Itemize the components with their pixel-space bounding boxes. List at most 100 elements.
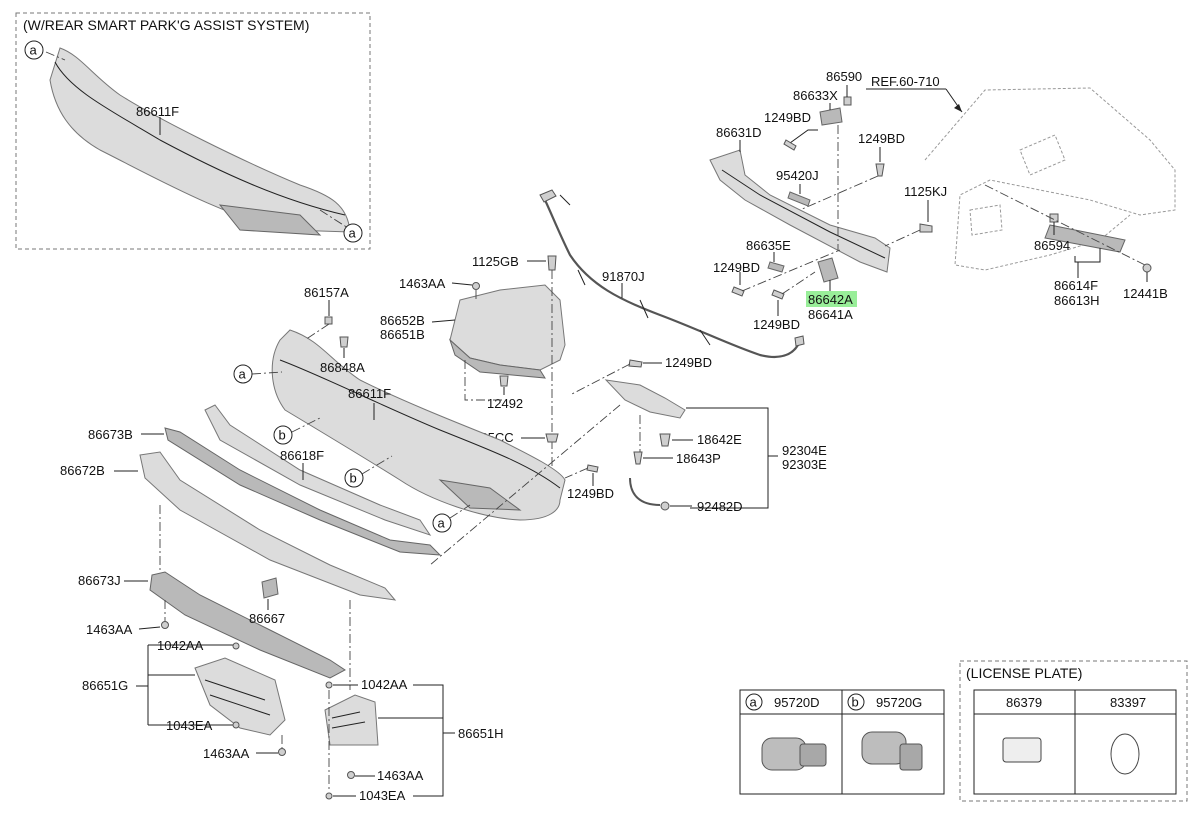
clip-1463AA-d (347, 771, 355, 779)
label-95420J: 95420J (776, 168, 819, 183)
license-cell-86379[interactable]: 86379 (1002, 695, 1042, 763)
bracket-86633X (819, 107, 843, 126)
sensor-cell-b-ref: b (852, 695, 859, 710)
dash-1249BD-f (564, 467, 589, 479)
sensor-cell-a-ref: a (750, 695, 758, 710)
screw-1042AA-b (325, 681, 333, 689)
label-86848A: 86848A (320, 360, 365, 375)
label-86590: 86590 (826, 69, 862, 84)
bolt-1249BD-c (731, 286, 745, 297)
sensor-cell-b-part: 95720G (876, 695, 922, 710)
label-1043EA-a: 1043EA (166, 718, 213, 733)
label-1249BD-f: 1249BD (567, 486, 614, 501)
dash-body-bolt (984, 184, 1146, 266)
label-86641A: 86641A (808, 307, 853, 322)
label-ref-body: REF.60-710 (871, 74, 940, 89)
sensor-cell-a[interactable]: a 95720D (745, 693, 827, 771)
leader-86652B (431, 319, 456, 323)
garnish-86673J (149, 571, 346, 679)
sensor-icon-b (861, 731, 907, 765)
label-86635E: 86635E (746, 238, 791, 253)
main-bumper-group: 86611F a b b a 86157A 86848A 1249BD 12 (233, 285, 712, 533)
label-1249BD-b: 1249BD (858, 131, 905, 146)
label-1249BD-a: 1249BD (764, 110, 811, 125)
part-86635E (767, 261, 785, 273)
dash-callout-b2 (361, 455, 393, 475)
screw-1043EA-a (232, 721, 240, 729)
label-86618F: 86618F (280, 448, 324, 463)
inset-bumper-shape (49, 47, 351, 233)
inset-ref-line-a-bottom (319, 209, 349, 229)
label-12441B: 12441B (1123, 286, 1168, 301)
bumper-crease-a (279, 359, 561, 489)
screw-1043EA-b (325, 792, 333, 800)
part-95420J (787, 191, 811, 207)
back-beam-86631D (709, 149, 891, 273)
label-92304E: 92304E (782, 443, 827, 458)
sensor-cell-b[interactable]: b 95720G (847, 693, 923, 771)
socket-18643P (633, 451, 643, 465)
callout-a1-text: a (239, 367, 247, 382)
label-18643P: 18643P (676, 451, 721, 466)
dash-1249BD-e (569, 363, 631, 396)
part-86667 (261, 577, 279, 599)
cover-86651G-ribs (204, 679, 271, 716)
label-1463AA-d: 1463AA (377, 768, 424, 783)
label-86594: 86594 (1034, 238, 1070, 253)
label-1125GB: 1125GB (472, 254, 519, 269)
inset-label-86611F: 86611F (136, 104, 179, 119)
connector-92482D (660, 501, 670, 511)
back-beam-group: 86631D 86590 86633X 1249BD 1249BD 95420J… (709, 69, 947, 332)
license-plate-frame (959, 660, 1188, 802)
dash-callout-b1 (291, 417, 321, 433)
corner-86652B-lower (448, 338, 546, 379)
sensor-icon-a (761, 737, 807, 771)
license-cell-83397[interactable]: 83397 (1110, 695, 1146, 775)
bolt-1249BD-b (875, 163, 885, 177)
bracket-86642A (817, 257, 839, 283)
inset-callout-a-bottom-text: a (349, 226, 357, 241)
leader-1463AA-b (138, 626, 161, 630)
inset-rear-spas: (W/REAR SMART PARK'G ASSIST SYSTEM) a a … (15, 12, 371, 250)
label-91870J: 91870J (602, 269, 645, 284)
sensor-table: a 95720D b 95720G (739, 689, 945, 795)
label-86673B: 86673B (88, 427, 133, 442)
label-86157A: 86157A (304, 285, 349, 300)
leader-1249BD-a (789, 129, 818, 144)
diffuser-86672B (139, 451, 397, 601)
cover-86651H-ribs (331, 711, 366, 729)
wire-branch-a (559, 194, 571, 206)
label-86642A: 86642A (808, 292, 853, 307)
label-86633X: 86633X (793, 88, 838, 103)
label-1042AA-a: 1042AA (157, 638, 204, 653)
wire-91870J (544, 199, 799, 359)
body-bracket-86614F (1044, 224, 1126, 253)
leader-1463AA-a (451, 282, 473, 286)
corner-group: 86652B 86651B 1125GB 1463AA 12492 1335CC (380, 254, 566, 475)
license-plate-box: (LICENSE PLATE) 86379 83397 (959, 660, 1188, 802)
label-86651H: 86651H (458, 726, 504, 741)
dash-callout-a2 (449, 504, 471, 519)
leader-86614F (1074, 248, 1101, 263)
dash-reflector-molding (429, 404, 621, 566)
bolt-1249BD-f (586, 464, 599, 473)
connector-91870J-b (794, 335, 805, 347)
dash-1249BD-b (799, 175, 879, 211)
label-1249BD-c: 1249BD (713, 260, 760, 275)
label-1249BD-d: 1249BD (753, 317, 800, 332)
cover-86651G (194, 657, 286, 736)
callout-a1 (233, 364, 253, 384)
clip-86157A (324, 316, 333, 325)
molding-86618F (204, 404, 432, 536)
label-86667: 86667 (249, 611, 285, 626)
sensor-icon-b-connector (899, 743, 923, 771)
label-1249BD-e: 1249BD (665, 355, 712, 370)
inset-callout-a-bottom (343, 223, 363, 243)
sensor-cell-a-callout (745, 693, 763, 711)
dash-1249BD-c (741, 249, 841, 292)
label-86673J: 86673J (78, 573, 121, 588)
callout-b2-text: b (350, 471, 357, 486)
bracket-86651H (413, 684, 444, 797)
license-icon-83397 (1110, 733, 1140, 775)
inset-frame (15, 12, 371, 250)
